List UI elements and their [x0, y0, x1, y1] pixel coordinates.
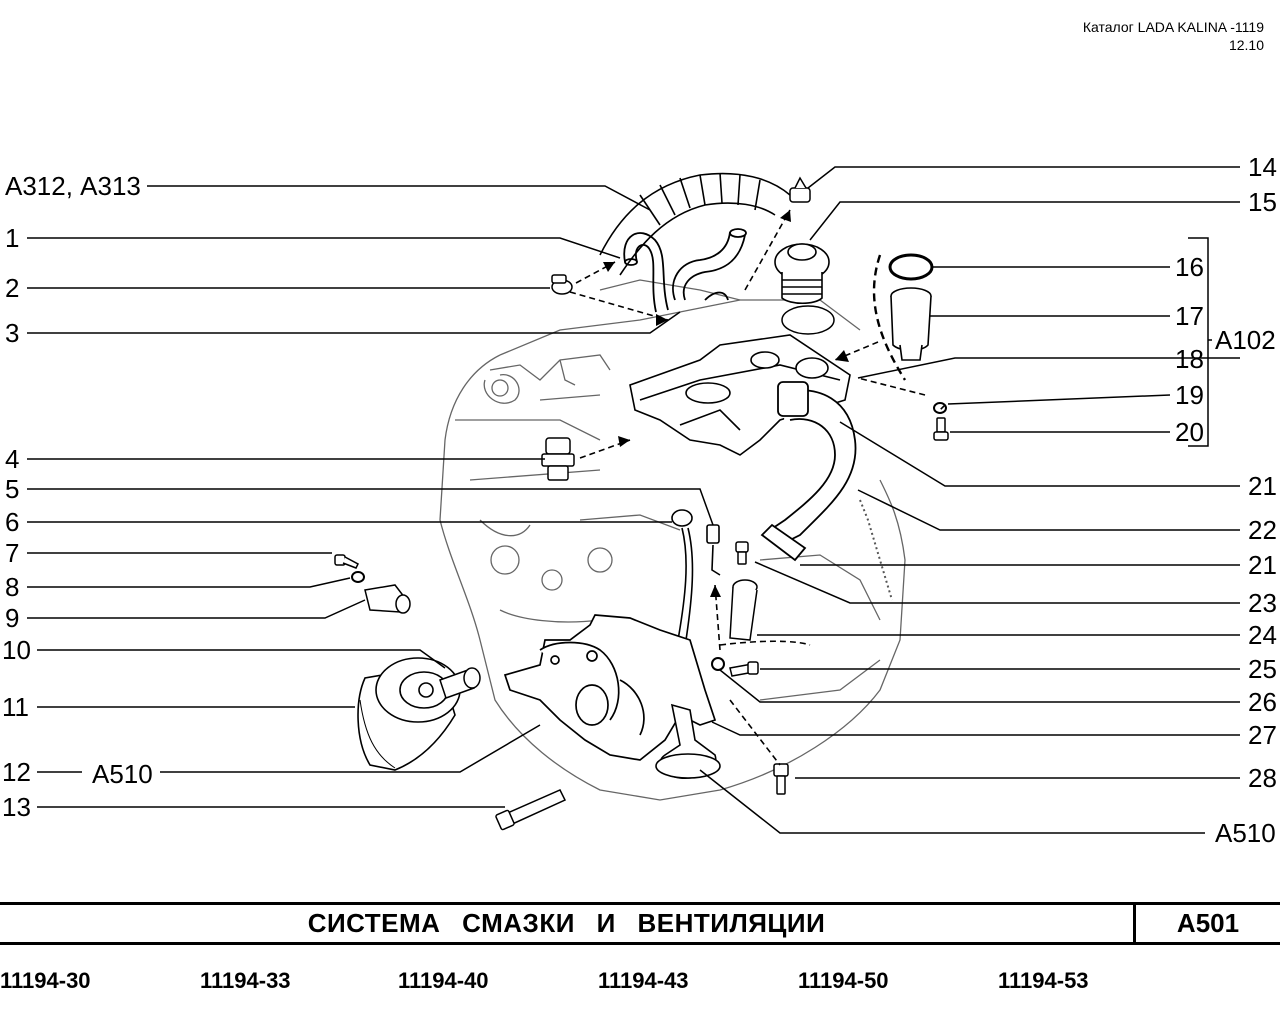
engine-block-outline — [439, 279, 906, 801]
callout-27: 27 — [1248, 720, 1277, 750]
callout-1: 1 — [5, 223, 19, 253]
dipstick-guide-5 — [706, 524, 721, 576]
callout-11: 11 — [2, 692, 29, 722]
callout-23: 23 — [1248, 588, 1277, 618]
filter-fitting-10 — [439, 667, 481, 699]
callout-19: 19 — [1175, 380, 1204, 410]
variant-item: 11194-53 — [998, 968, 1089, 993]
washer-26 — [711, 657, 725, 671]
callout-8: 8 — [5, 572, 19, 602]
gasket-16 — [888, 253, 934, 281]
plug-23 — [735, 541, 749, 565]
callout-4: 4 — [5, 444, 19, 474]
bolt-7 — [334, 554, 359, 569]
callout-18: 18 — [1175, 344, 1204, 374]
callout-7: 7 — [5, 538, 19, 568]
bolt-20 — [933, 417, 949, 441]
variant-item: 11194-33 — [200, 968, 291, 993]
right-callouts: 14 15 16 17 А102 18 19 20 21 22 21 23 24… — [1175, 152, 1277, 848]
callout-12: 12 — [2, 757, 31, 787]
head-port — [781, 305, 835, 335]
washer-8 — [351, 571, 365, 583]
elbow-24 — [729, 579, 758, 641]
callout-15: 15 — [1248, 187, 1277, 217]
breather-hose-1 — [623, 232, 669, 313]
washer-19 — [933, 402, 947, 414]
oil-pump-a510 — [503, 614, 717, 761]
oil-filler-cap-15 — [774, 243, 830, 305]
arrow-heads — [603, 210, 849, 597]
section-code: А501 — [1176, 908, 1240, 938]
bolt-13 — [495, 789, 567, 831]
left-callouts: А312, А313 1 2 3 4 5 6 7 8 9 10 11 12 А5… — [2, 171, 153, 822]
callout-16: 16 — [1175, 252, 1204, 282]
callout-25: 25 — [1248, 654, 1277, 684]
callout-a510-left: А510 — [92, 759, 153, 789]
variant-item: 11194-43 — [598, 968, 689, 993]
callout-a510-right: А510 — [1215, 818, 1276, 848]
bolt-25 — [729, 661, 759, 677]
callout-24: 24 — [1248, 620, 1277, 650]
footer-rule-top — [0, 902, 1280, 905]
footer-rule-bottom — [0, 942, 1280, 945]
callout-10: 10 — [2, 635, 31, 665]
variant-item: 11194-30 — [0, 968, 91, 993]
callout-a312: А312, А313 — [5, 171, 141, 201]
leader-lines — [27, 166, 1240, 834]
filler-liner-17 — [890, 287, 932, 361]
footer-divider — [1133, 902, 1136, 945]
oil-separator-cover — [629, 334, 851, 456]
oil-pickup — [655, 703, 721, 780]
callout-22: 22 — [1248, 515, 1277, 545]
hose-clamp-2 — [551, 274, 573, 295]
breather-hose-3 — [672, 228, 747, 301]
callout-2: 2 — [5, 273, 19, 303]
variant-item: 11194-40 — [398, 968, 489, 993]
callout-20: 20 — [1175, 417, 1204, 447]
callout-21-a: 21 — [1248, 471, 1277, 501]
ventilation-hose-22 — [760, 381, 857, 562]
callout-6: 6 — [5, 507, 19, 537]
callout-13: 13 — [2, 792, 31, 822]
callout-3: 3 — [5, 318, 19, 348]
callout-17: 17 — [1175, 301, 1204, 331]
callout-5: 5 — [5, 474, 19, 504]
callout-28: 28 — [1248, 763, 1277, 793]
catalog-title: Каталог LADA KALINA -1119 — [1082, 19, 1264, 35]
variant-item: 11194-50 — [798, 968, 889, 993]
callout-a102: А102 — [1215, 325, 1276, 355]
air-intake-duct — [599, 172, 791, 276]
callout-9: 9 — [5, 603, 19, 633]
oil-filter-11 — [357, 657, 461, 771]
oil-pressure-sensor-4 — [541, 437, 575, 481]
callout-14: 14 — [1248, 152, 1277, 182]
block-edge-hatching — [859, 499, 893, 601]
callout-26: 26 — [1248, 687, 1277, 717]
bolt-28 — [773, 763, 789, 795]
bracket-a102 — [872, 254, 907, 381]
section-title: СИСТЕМА СМАЗКИ И ВЕНТИЛЯЦИИ — [307, 908, 826, 938]
hose-clamp-14 — [789, 176, 811, 203]
catalog-header: Каталог LADA KALINA -1119 12.10 — [1083, 18, 1264, 54]
dipstick-6 — [671, 509, 694, 641]
callout-21-b: 21 — [1248, 550, 1277, 580]
model-variants: 11194-30 11194-33 11194-40 11194-43 1119… — [0, 968, 1280, 1000]
catalog-date: 12.10 — [1228, 37, 1264, 53]
sensor-9 — [364, 584, 411, 614]
parts-diagram: А312, А313 1 2 3 4 5 6 7 8 9 10 11 12 А5… — [2, 152, 1277, 848]
